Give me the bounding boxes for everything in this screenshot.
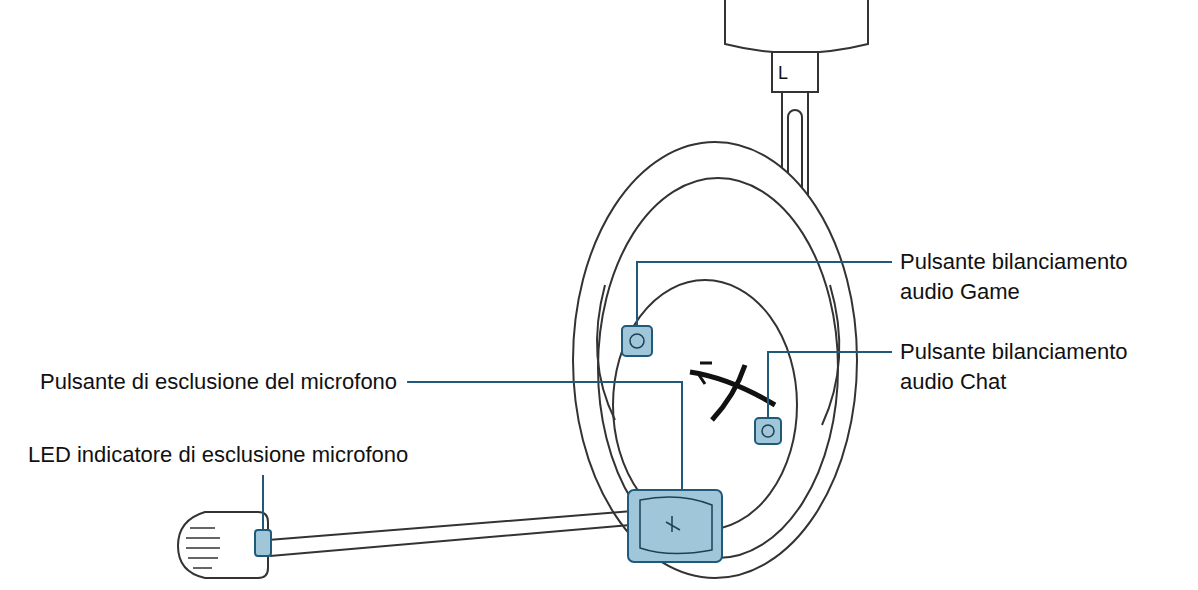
leader-lines	[263, 262, 892, 530]
yoke-arm	[822, 285, 839, 425]
mic-grille	[186, 528, 220, 568]
size-slider	[772, 52, 818, 92]
leader-line	[407, 382, 682, 490]
headset-outline	[178, 0, 868, 578]
button-icons	[630, 334, 774, 554]
leader-line	[262, 475, 264, 530]
side-marker: L	[778, 58, 788, 88]
callout-label: Pulsante bilanciamento audio Game	[900, 247, 1185, 307]
chat-button	[755, 418, 781, 444]
leader-line	[637, 262, 892, 326]
callout-label: Pulsante bilanciamento audio Chat	[900, 337, 1185, 397]
game-button	[622, 326, 652, 356]
mute-pad	[640, 497, 712, 554]
callout-label: LED indicatore di esclusione microfono	[28, 440, 408, 470]
mute-led	[255, 530, 271, 556]
logo-stroke	[712, 365, 745, 420]
mute-icon	[666, 516, 680, 532]
hyperx-logo	[690, 363, 775, 420]
logo-stroke	[697, 363, 712, 384]
headband	[725, 0, 868, 53]
mute-button	[628, 490, 722, 562]
chat-icon	[762, 425, 774, 437]
game-icon	[630, 334, 644, 348]
callout-label: Pulsante di esclusione del microfono	[40, 367, 397, 397]
leader-line	[768, 352, 892, 418]
